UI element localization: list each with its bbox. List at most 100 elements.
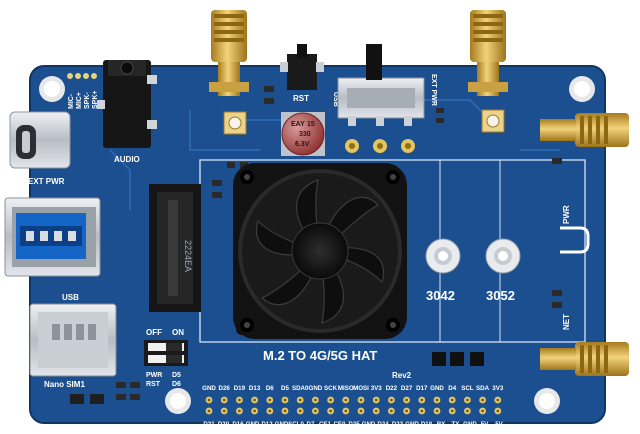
gpio-pad-hole	[435, 409, 439, 413]
sma-connector-top-left	[209, 10, 249, 96]
capacitor-voltage: 6.3V	[295, 141, 310, 148]
gpio-label: GND	[405, 421, 419, 428]
gpio-label: D4	[448, 385, 456, 392]
gpio-pad-hole	[359, 398, 363, 402]
gpio-label: CE1	[319, 421, 332, 428]
gpio-pad-hole	[481, 409, 484, 413]
gpio-pad-hole	[374, 398, 378, 402]
ext-pwr-switch-label: EXT PWR	[430, 74, 437, 106]
gpio-label: D24	[377, 421, 389, 428]
gpio-label: SCL0	[288, 421, 304, 428]
gpio-label: D12	[261, 421, 273, 428]
gpio-label: GND	[463, 421, 477, 428]
header-label-spk-minus: SPK-	[84, 92, 91, 109]
mount-hole-top-right	[569, 76, 595, 102]
gpio-label: D17	[416, 385, 428, 392]
ufl-connector-right	[481, 109, 505, 133]
gpio-pad-hole	[222, 409, 226, 413]
fan-blades	[256, 179, 384, 324]
gpio-label: D21	[203, 421, 215, 428]
usb-label: USB	[62, 293, 79, 302]
gpio-label: SDA0	[292, 385, 309, 392]
gpio-label: 3V3	[492, 385, 504, 392]
gpio-label: D6	[266, 385, 274, 392]
capacitor-series: 15	[307, 121, 315, 128]
gpio-pad-hole	[207, 409, 211, 413]
smd-components-lower	[432, 352, 484, 366]
usb-c-port	[9, 111, 71, 169]
dip-switch: OFF ON PWR D5 RST D6	[144, 328, 188, 388]
header-label-mic-minus: MIC-	[68, 93, 75, 109]
gpio-label: MOSI	[353, 385, 369, 392]
electrolytic-capacitor: EAY 15 330 6.3V	[281, 112, 325, 156]
m2-standoff-3052	[485, 238, 521, 274]
mount-hole-bottom-left	[165, 388, 191, 414]
gpio-label: SCL	[461, 385, 474, 392]
gpio-pad-hole	[329, 398, 332, 402]
gpio-label: GND	[362, 421, 376, 428]
sma-connector-top-right	[468, 10, 508, 96]
gpio-label: D18	[421, 421, 433, 428]
gpio-pad-hole	[298, 398, 302, 402]
gpio-pad-hole	[450, 398, 454, 402]
dip-row1-left: PWR	[146, 372, 162, 379]
audio-header-labels: MIC- MIC+ SPK- SPK+	[68, 91, 99, 109]
gpio-pad-hole	[329, 409, 332, 413]
reset-button	[280, 44, 324, 90]
header-label-spk-plus: SPK+	[92, 91, 99, 109]
gpio-pad-hole	[374, 409, 378, 413]
gpio-label: D13	[249, 385, 261, 392]
gpio-label: GND	[309, 385, 323, 392]
mount-label-3042: 3042	[426, 288, 455, 303]
rst-label: RST	[293, 94, 309, 103]
gpio-label: GND	[430, 385, 444, 392]
gpio-pad-hole	[268, 398, 272, 402]
gpio-label: D22	[386, 385, 398, 392]
gpio-pad-hole	[450, 409, 454, 413]
audio-header-pins	[67, 73, 97, 79]
audio-jack	[97, 60, 157, 148]
ufl-connector-left	[223, 111, 247, 135]
gpio-label: GND	[246, 421, 260, 428]
gpio-label: D5	[281, 385, 289, 392]
sma-connector-right-lower	[540, 342, 629, 376]
gpio-label: D7	[307, 421, 315, 428]
gpio-pad-hole	[466, 409, 469, 413]
mounting-holes	[39, 76, 595, 414]
dip-row2-left: RST	[146, 381, 161, 388]
usb-a-port	[4, 197, 101, 277]
gpio-label: GND	[202, 385, 216, 392]
gpio-pad-hole	[405, 398, 408, 402]
sma-connector-right-upper	[540, 113, 629, 147]
gpio-pad-hole	[268, 409, 272, 413]
gpio-pad-hole	[238, 398, 241, 402]
net-led-label: NET	[562, 314, 571, 330]
nano-sim-slot	[29, 303, 117, 377]
gpio-label: MISO	[338, 385, 354, 392]
gpio-label: CE0	[333, 421, 346, 428]
ext-pwr-usbc-label: EXT PWR	[28, 177, 65, 186]
usb-mode-slide-switch	[337, 44, 425, 153]
gpio-pad-hole	[344, 398, 348, 402]
gpio-label: 3V3	[371, 385, 383, 392]
gpio-label: SDA	[476, 385, 490, 392]
mount-hole-bottom-right	[534, 388, 560, 414]
gpio-pad-hole	[496, 409, 500, 413]
gpio-pad-hole	[253, 398, 256, 402]
gpio-label: TX	[452, 421, 461, 428]
gpio-header	[205, 396, 502, 415]
gpio-pad-hole	[420, 398, 424, 402]
mount-label-3052: 3052	[486, 288, 515, 303]
gpio-pad-hole	[359, 409, 363, 413]
gpio-pad-hole	[253, 409, 256, 413]
gpio-pad-hole	[298, 409, 302, 413]
dip-off-label: OFF	[146, 328, 162, 337]
pwr-led-label: PWR	[562, 205, 571, 224]
nano-sim-label: Nano SIM1	[44, 380, 85, 389]
m2-socket-marking: 2224EA	[183, 240, 193, 272]
usb-switch-label: USB	[332, 92, 339, 107]
dip-row2-right: D6	[172, 381, 181, 388]
mount-hole-top-left	[39, 76, 65, 102]
